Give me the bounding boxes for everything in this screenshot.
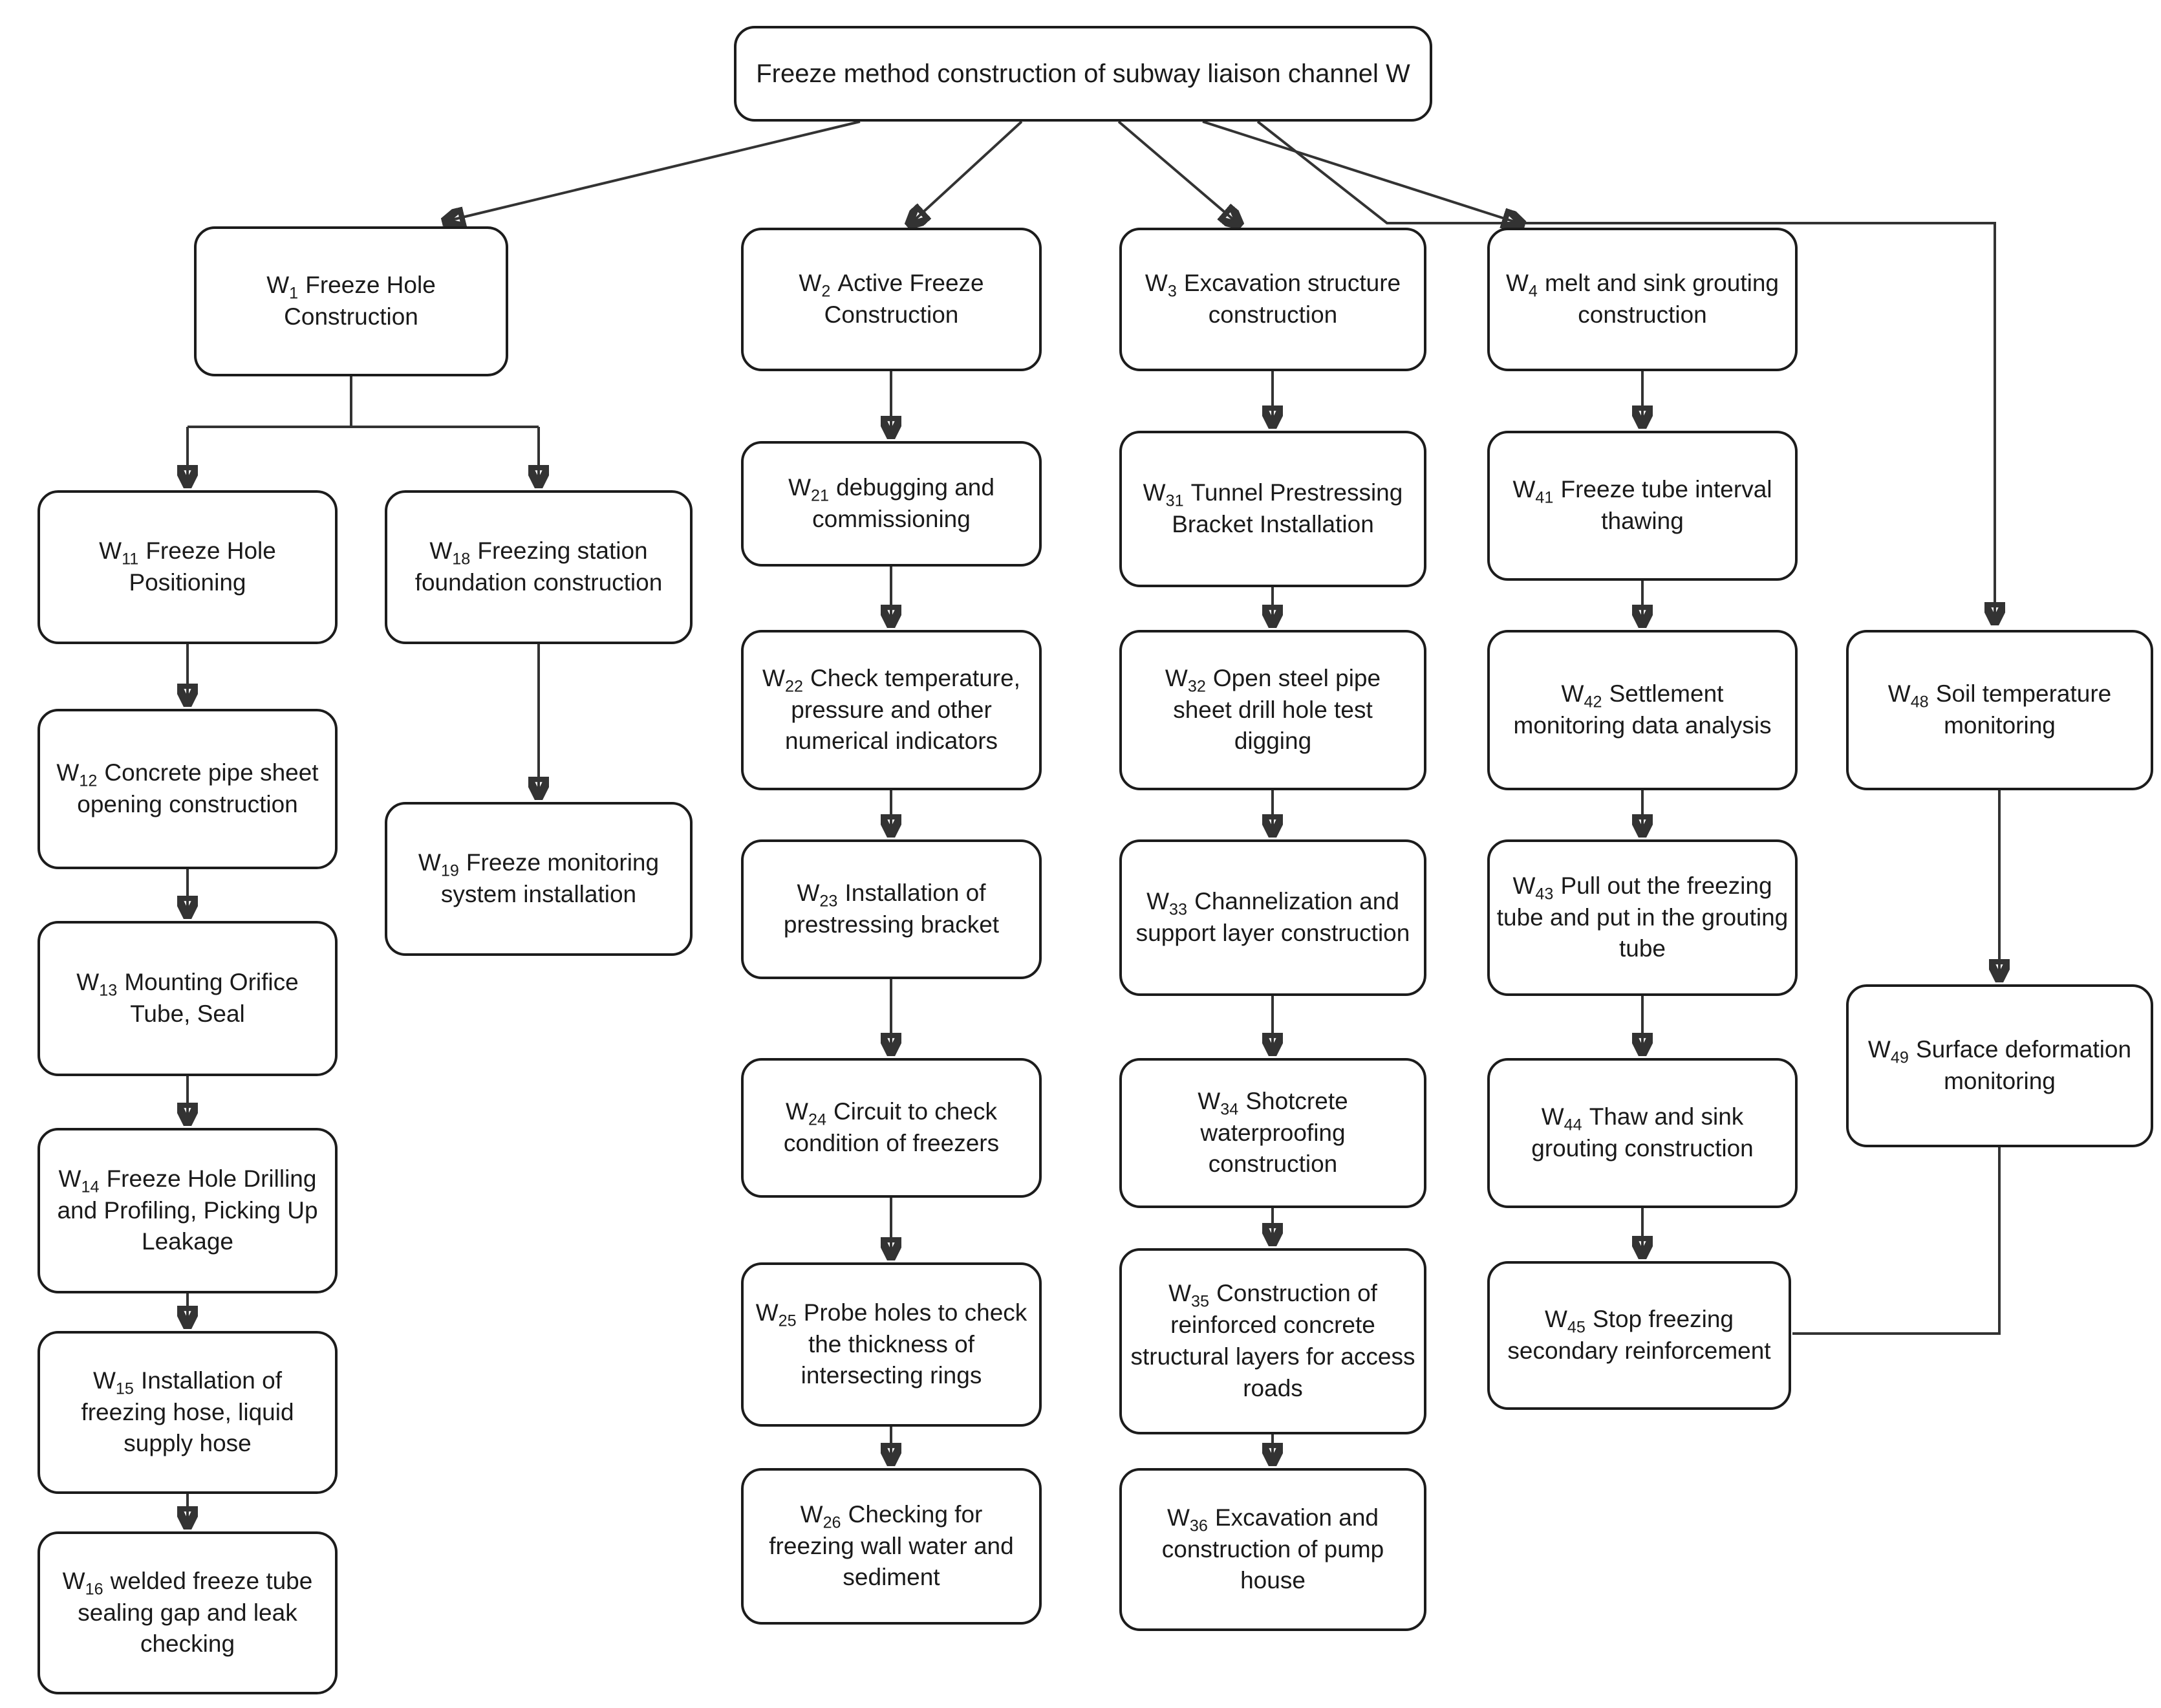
edge-root-w4 xyxy=(1202,120,1521,224)
edge-root-w48 xyxy=(1256,120,1995,621)
edge-root-w1 xyxy=(446,120,861,221)
edge-w49-w45 xyxy=(1792,1147,2001,1335)
edge-root-w2 xyxy=(910,120,1023,224)
node-root: Freeze method construction of subway lia… xyxy=(734,26,1432,122)
edge-root-w3 xyxy=(1117,120,1238,224)
